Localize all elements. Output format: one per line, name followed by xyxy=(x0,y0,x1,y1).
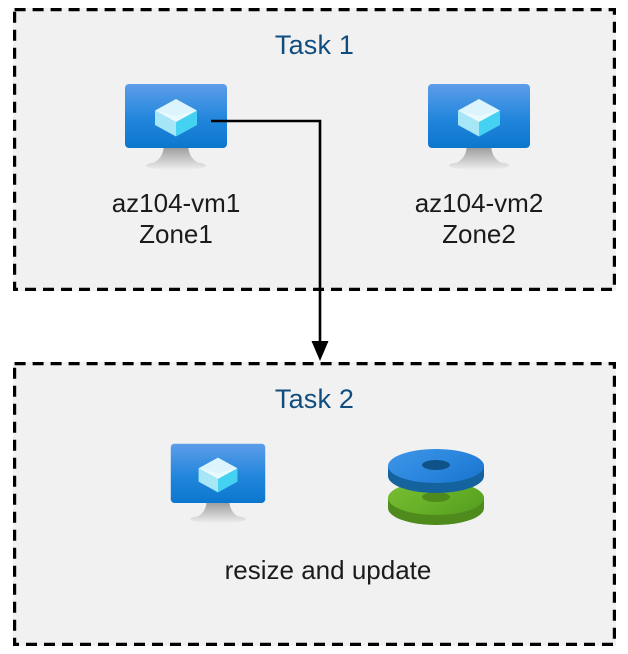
disks-icon xyxy=(384,440,488,533)
node-az104-vm1: az104-vm1 Zone1 xyxy=(65,80,287,249)
node-az104-vm2: az104-vm2 Zone2 xyxy=(368,80,590,249)
task-2-title: Task 2 xyxy=(274,384,355,414)
resize-and-update-label: resize and update xyxy=(224,555,432,585)
task-1-container: Task 1 xyxy=(13,8,616,291)
vm2-label: az104-vm2 Zone2 xyxy=(414,188,544,249)
task-2-icon-row xyxy=(133,440,523,533)
virtual-machine-icon xyxy=(65,80,287,180)
node-resize-and-update: resize and update xyxy=(133,440,523,586)
virtual-machine-icon xyxy=(168,440,268,533)
virtual-machine-icon xyxy=(368,80,590,180)
task-2-container: Task 2 xyxy=(13,362,616,646)
vm1-label: az104-vm1 Zone1 xyxy=(111,188,241,249)
task-1-title: Task 1 xyxy=(274,30,355,60)
